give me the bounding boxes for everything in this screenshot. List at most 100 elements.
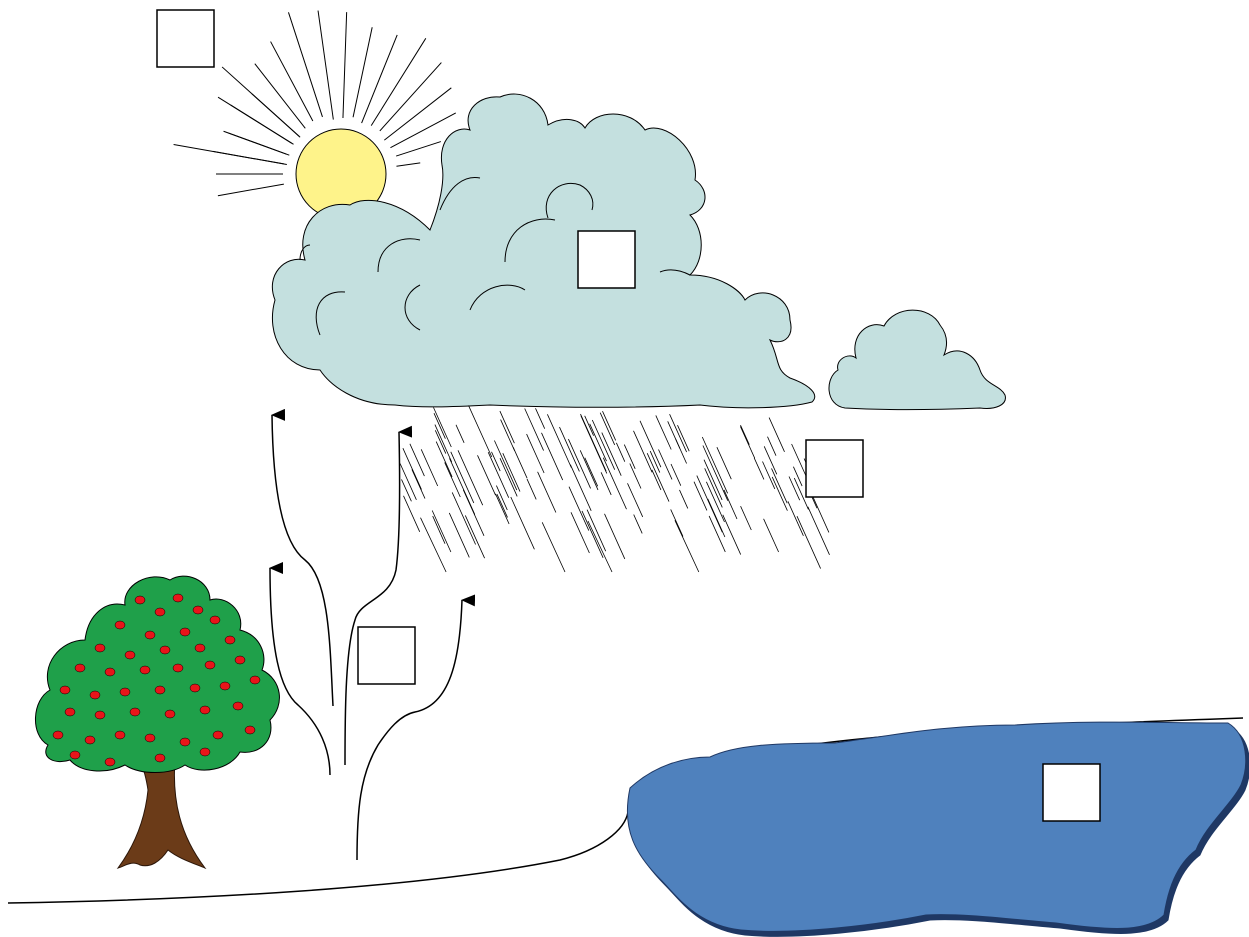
rain-streak bbox=[600, 413, 615, 445]
rain-streak bbox=[705, 468, 723, 507]
sun-ray bbox=[318, 11, 333, 120]
rain-streak bbox=[694, 482, 707, 511]
rain-streak bbox=[772, 477, 787, 511]
rain-streak bbox=[601, 472, 611, 495]
fruit bbox=[155, 754, 165, 762]
rain-streak bbox=[527, 434, 545, 473]
rain-streak bbox=[560, 427, 580, 471]
rain-streak bbox=[496, 486, 507, 510]
sun-ray bbox=[343, 12, 347, 118]
sun-ray bbox=[396, 163, 420, 166]
fruit bbox=[165, 710, 175, 718]
rain-streak bbox=[603, 411, 616, 440]
fruit bbox=[210, 616, 220, 624]
fruit bbox=[245, 726, 255, 734]
sun-ray bbox=[231, 105, 294, 144]
rain-streak bbox=[588, 521, 612, 572]
fruit bbox=[145, 734, 155, 742]
rain-streak bbox=[511, 497, 535, 549]
fruit bbox=[180, 628, 190, 636]
fruit bbox=[200, 748, 210, 756]
rain-streak bbox=[433, 516, 445, 544]
fruit bbox=[53, 731, 63, 739]
fruit bbox=[90, 691, 100, 699]
rain-streak bbox=[675, 520, 699, 572]
arrow-left-tall bbox=[272, 415, 333, 706]
lake-label-box[interactable] bbox=[1043, 764, 1100, 821]
rain-streak bbox=[659, 450, 673, 480]
cloud-label-box[interactable] bbox=[578, 231, 635, 288]
rain-streak bbox=[704, 460, 722, 500]
fruit bbox=[155, 686, 165, 694]
sun-ray bbox=[228, 133, 286, 154]
rain-streak bbox=[634, 515, 643, 534]
rain-streak bbox=[503, 453, 520, 491]
fruit bbox=[160, 646, 170, 654]
rain-streak bbox=[741, 425, 750, 445]
sun-ray bbox=[218, 184, 284, 196]
rain-streak bbox=[500, 411, 515, 443]
fruit bbox=[195, 644, 205, 652]
rain-streak bbox=[630, 464, 641, 489]
sun-ray bbox=[396, 142, 441, 157]
arrow-left-short bbox=[270, 568, 330, 775]
rain-streak bbox=[603, 458, 626, 510]
fruit bbox=[213, 731, 223, 739]
fruit bbox=[225, 636, 235, 644]
rain-streak bbox=[590, 424, 607, 461]
sun-ray bbox=[213, 151, 284, 164]
fruit bbox=[75, 664, 85, 672]
sun-label-box[interactable] bbox=[157, 10, 214, 67]
fruit bbox=[233, 702, 243, 710]
sun-icon bbox=[174, 11, 456, 219]
sun-ray bbox=[362, 35, 398, 123]
fruit bbox=[65, 708, 75, 716]
rain-streak bbox=[463, 490, 484, 536]
rain-streak bbox=[536, 408, 545, 428]
rain-streak bbox=[421, 449, 438, 486]
rain-label-box[interactable] bbox=[806, 440, 863, 497]
fruit bbox=[115, 621, 125, 629]
rain-streak bbox=[501, 420, 515, 451]
rain-streak bbox=[569, 487, 589, 531]
sun-ray bbox=[371, 38, 426, 125]
rain-streak bbox=[788, 501, 804, 536]
rain-streak bbox=[497, 494, 508, 517]
fruit bbox=[125, 651, 135, 659]
rain-streak bbox=[670, 414, 687, 452]
fruit bbox=[180, 738, 190, 746]
fruit bbox=[193, 606, 203, 614]
rain-streak bbox=[527, 479, 536, 500]
fruit bbox=[95, 711, 105, 719]
rain-streak bbox=[500, 458, 517, 496]
fruit bbox=[115, 731, 125, 739]
rain-streak bbox=[634, 431, 653, 473]
rain-streak bbox=[616, 443, 624, 462]
fruit bbox=[173, 664, 183, 672]
sun-ray bbox=[271, 42, 313, 121]
fruit bbox=[60, 686, 70, 694]
rain-streak bbox=[772, 468, 788, 503]
rain-streak bbox=[592, 420, 614, 470]
fruit bbox=[220, 682, 230, 690]
rain-streak bbox=[680, 490, 688, 509]
rain-streak bbox=[403, 448, 422, 489]
fruit bbox=[235, 656, 245, 664]
fruit bbox=[135, 596, 145, 604]
fruit bbox=[145, 631, 155, 639]
fruit bbox=[200, 706, 210, 714]
rain-streak bbox=[570, 465, 591, 511]
fruit bbox=[173, 594, 183, 602]
rain-streak bbox=[793, 467, 802, 486]
rain-streak bbox=[723, 515, 741, 555]
rain-streak bbox=[768, 437, 777, 456]
rain-streak bbox=[724, 490, 737, 519]
rain-streak bbox=[624, 445, 635, 469]
fruit bbox=[85, 736, 95, 744]
rain-streak bbox=[740, 426, 754, 458]
arrows-label-box[interactable] bbox=[358, 627, 415, 684]
rain-streak bbox=[410, 444, 425, 476]
rain-streak bbox=[435, 430, 446, 453]
sun-ray bbox=[252, 94, 300, 137]
